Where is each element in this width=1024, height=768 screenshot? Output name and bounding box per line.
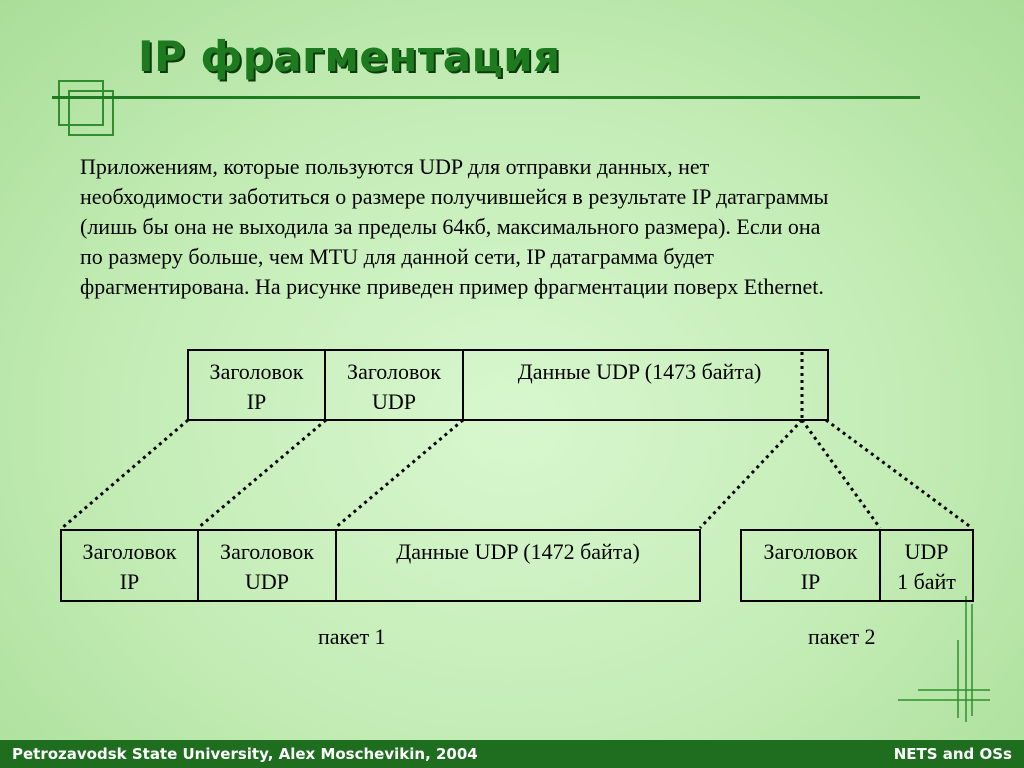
connector-line <box>698 418 804 530</box>
udp-header-cell: Заголовок UDP <box>326 351 464 419</box>
footer-course: NETS and OSs <box>893 745 1012 763</box>
packet-1-label: пакет 1 <box>318 624 386 649</box>
connector-line <box>197 418 327 530</box>
footer-bar: Petrozavodsk State University, Alex Mosc… <box>0 740 1024 768</box>
decorative-square <box>58 80 104 126</box>
title-rule <box>52 96 920 99</box>
slide-paragraph: Приложениям, которые пользуются UDP для … <box>80 154 829 299</box>
packet-1: Заголовок IP Заголовок UDP Данные UDP (1… <box>60 529 701 602</box>
udp-data-cell: Данные UDP (1472 байта) <box>396 539 640 564</box>
connector-line <box>825 418 973 530</box>
footer-author: Petrozavodsk State University, Alex Mosc… <box>12 745 478 763</box>
connector-line <box>800 419 882 529</box>
ip-header-cell: Заголовок IP <box>189 351 326 419</box>
connector-line <box>61 418 189 530</box>
udp-data-cell: UDP 1 байт <box>897 539 956 594</box>
decorative-square <box>68 90 114 136</box>
packet-2: Заголовок IP UDP 1 байт <box>740 529 974 602</box>
original-datagram: Заголовок IP Заголовок UDP Данные UDP (1… <box>187 349 829 421</box>
packet-2-label: пакет 2 <box>808 624 876 649</box>
slide-title: IP фрагментация <box>138 32 561 81</box>
connector-line <box>334 418 464 530</box>
udp-header-cell: Заголовок UDP <box>199 531 337 600</box>
udp-data-cell: Данные UDP (1473 байта) <box>517 359 762 384</box>
ip-header-cell: Заголовок IP <box>62 531 199 600</box>
ip-header-cell: Заголовок IP <box>742 531 881 600</box>
